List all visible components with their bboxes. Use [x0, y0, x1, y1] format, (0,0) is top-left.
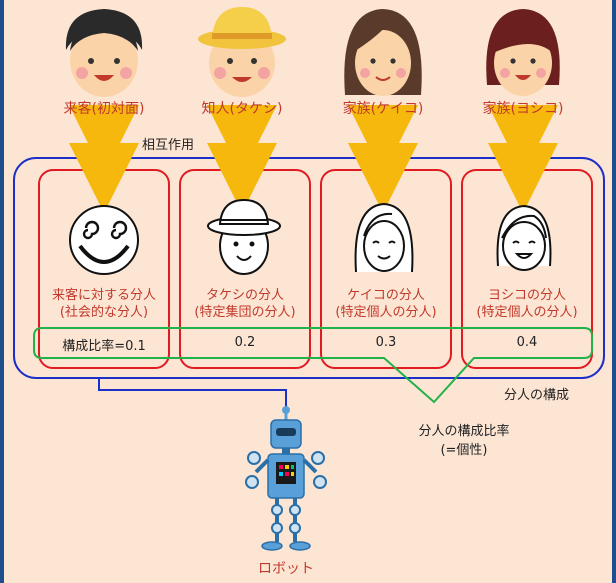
dividual-1-subtitle: (社会的な分人) [59, 305, 149, 320]
dividual-4-title: ヨシコの分人 [487, 288, 566, 303]
dividual-2-text: タケシの分人 (特定集団の分人) [180, 287, 310, 321]
ratio-note: 分人の構成比率 (=個性) [404, 420, 524, 458]
dividual-4-text: ヨシコの分人 (特定個人の分人) [462, 287, 592, 321]
ratio-value-2: 0.2 [234, 335, 256, 350]
ratio-note-line1: 分人の構成比率 [418, 424, 510, 439]
dividual-2-title: タケシの分人 [205, 288, 284, 303]
takeshi-dividual-icon [207, 198, 281, 275]
smiley-icon [69, 205, 139, 275]
ratio-value-3: 0.3 [375, 335, 397, 350]
robot-icon [245, 406, 327, 551]
ratio-band [33, 327, 593, 404]
dividual-4-subtitle: (特定個人の分人) [476, 305, 578, 320]
robot-connector [98, 378, 287, 410]
person-label-yoshiko: 家族(ヨシコ) [482, 101, 564, 117]
keiko-face-icon [344, 9, 422, 96]
interaction-label: 相互作用 [142, 138, 195, 153]
diagram-graphics [13, 7, 605, 551]
person-label-takeshi: 知人(タケシ) [201, 101, 283, 117]
ratio-value-4: 0.4 [516, 335, 538, 350]
yoshiko-dividual-icon [496, 204, 552, 271]
dividual-2-subtitle: (特定集団の分人) [194, 305, 296, 320]
ratio-value-1: 構成比率=0.1 [62, 339, 146, 354]
dividual-3-subtitle: (特定個人の分人) [335, 305, 437, 320]
yoshiko-face-icon [486, 9, 560, 96]
dividual-3-text: ケイコの分人 (特定個人の分人) [321, 287, 451, 321]
composition-label: 分人の構成 [504, 388, 570, 403]
composition-frame [13, 157, 605, 379]
dividual-1-title: 来客に対する分人 [51, 288, 156, 303]
dividual-1-text: 来客に対する分人 (社会的な分人) [39, 287, 169, 321]
ratio-note-line2: (=個性) [440, 443, 488, 458]
dividual-3-title: ケイコの分人 [347, 288, 425, 303]
keiko-dividual-icon [354, 202, 414, 273]
interaction-arrows [69, 105, 558, 213]
robot-label: ロボット [258, 561, 314, 577]
person-label-keiko: 家族(ケイコ) [342, 101, 424, 117]
person-label-visitor: 来客(初対面) [63, 101, 145, 117]
visitor-face-icon [65, 9, 143, 97]
takeshi-face-icon [198, 7, 286, 97]
